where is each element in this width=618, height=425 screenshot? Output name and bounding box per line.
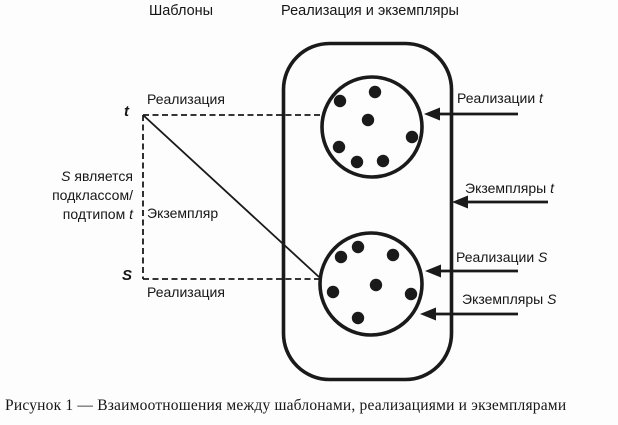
arrow-head-left-icon — [425, 264, 441, 278]
instance-dot — [351, 240, 365, 254]
instance-dot — [369, 278, 383, 292]
label-text: Реализации — [457, 90, 540, 106]
column-title-templates: Шаблоны — [148, 3, 214, 19]
label-template-t: t — [124, 103, 129, 120]
arrow-head-left-icon — [424, 107, 440, 121]
label-var: t — [550, 180, 554, 196]
subclass-note-line2: подклассом/ — [52, 187, 133, 203]
arrow-instances-t — [452, 195, 548, 209]
instance-link-line — [142, 114, 320, 278]
label-var: t — [539, 90, 543, 106]
label-instance: Экземпляр — [147, 205, 219, 221]
instance-dot — [368, 85, 382, 99]
label-var: S — [547, 291, 557, 307]
column-title-realizations-instances: Реализация и экземпляры — [281, 3, 459, 19]
instance-dot — [361, 113, 375, 127]
set-circle-s — [318, 231, 424, 337]
instance-dot — [350, 155, 364, 169]
label-realization-bottom: Реализация — [147, 284, 225, 300]
figure-caption: Рисунок 1 — Взаимоотношения между шаблон… — [5, 397, 567, 414]
label-text: Экземпляры — [462, 291, 548, 307]
arrow-head-left-icon — [452, 195, 468, 209]
label-text: Реализации — [456, 249, 539, 265]
instance-dots-s — [326, 240, 418, 325]
subclass-note-line3: подтипом t — [62, 206, 133, 222]
arrow-realizations-s — [425, 264, 518, 278]
realizations-instances-box — [281, 41, 454, 382]
instance-dot — [332, 140, 346, 154]
arrow-head-left-icon — [420, 307, 436, 321]
arrow-instances-s — [420, 307, 518, 321]
label-template-s: S — [122, 267, 133, 284]
label-text: Экземпляры — [465, 180, 551, 196]
label-realization-top: Реализация — [147, 91, 225, 107]
label-realizations-t: Реализации t — [457, 90, 543, 106]
subclass-note-line1: S является — [61, 168, 133, 184]
instance-dot — [326, 285, 340, 299]
label-realizations-s: Реализации S — [456, 249, 548, 265]
instance-dot — [333, 94, 347, 108]
label-instances-t: Экземпляры t — [465, 180, 554, 196]
instance-dots-t — [332, 85, 419, 169]
instance-dot — [351, 311, 365, 325]
instance-dot — [405, 130, 419, 144]
instance-dot — [404, 287, 418, 301]
instance-dot — [376, 154, 390, 168]
label-var: S — [538, 249, 548, 265]
instance-dot — [334, 250, 348, 264]
set-circle-t — [320, 75, 424, 179]
label-instances-s: Экземпляры S — [462, 291, 557, 307]
instance-dot — [386, 248, 400, 262]
arrow-realizations-t — [424, 107, 518, 121]
subclass-note: S является подклассом/ подтипом t — [10, 167, 133, 224]
